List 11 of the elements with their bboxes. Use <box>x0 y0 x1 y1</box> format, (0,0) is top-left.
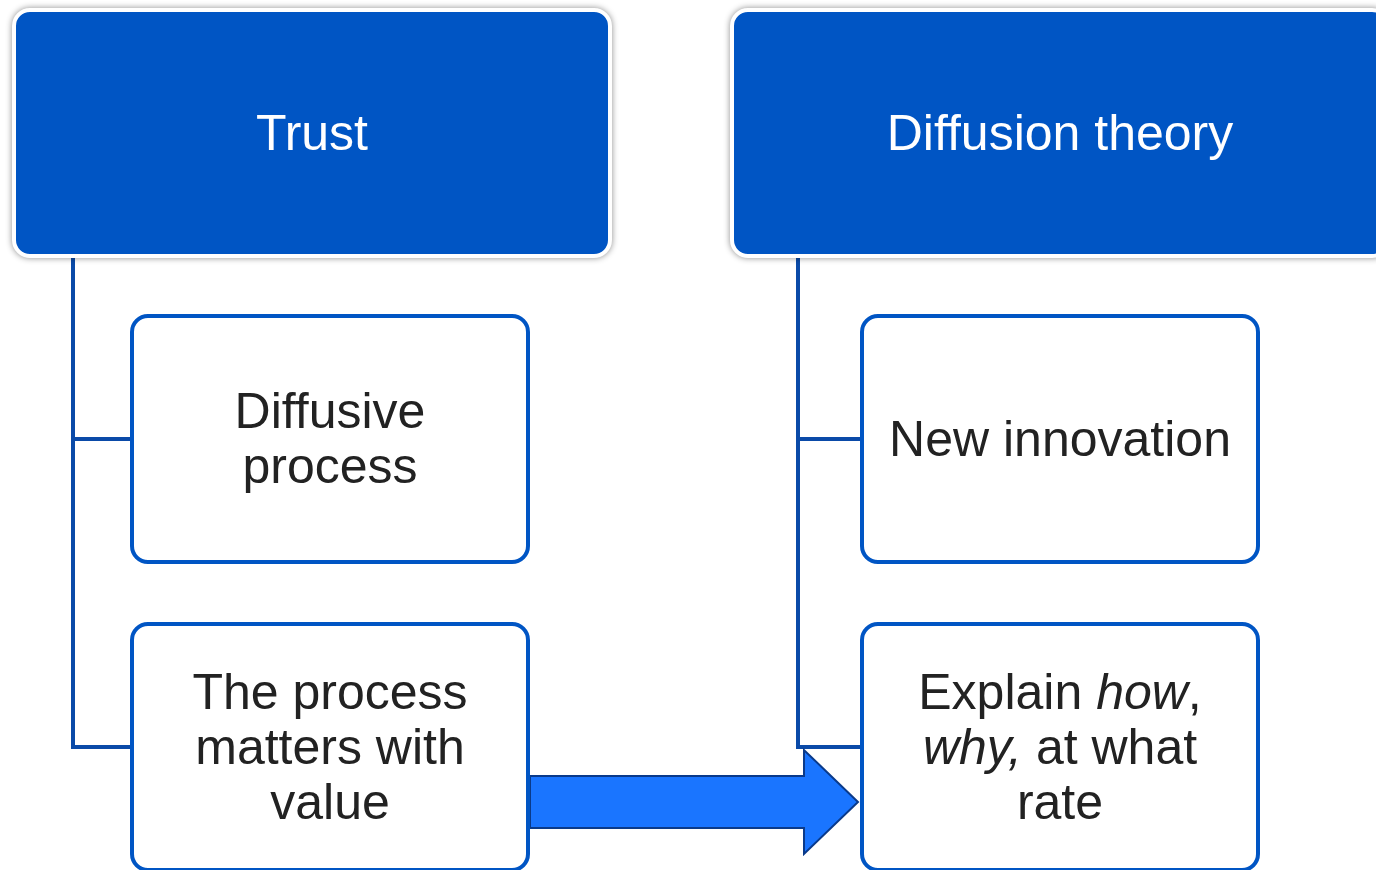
box-text: Diffusive process <box>233 384 427 494</box>
box-text: Explain how, why, at what rate <box>917 664 1203 830</box>
content-box <box>860 314 1260 564</box>
box-text: The process matters with value <box>191 664 469 830</box>
box-text: New innovation <box>889 411 1231 467</box>
content-box <box>860 622 1260 870</box>
box-text: Trust <box>255 104 368 162</box>
block-arrow <box>529 747 860 857</box>
content-box <box>130 622 530 870</box>
content-box <box>130 314 530 564</box>
box-text: Diffusion theory <box>886 104 1234 162</box>
